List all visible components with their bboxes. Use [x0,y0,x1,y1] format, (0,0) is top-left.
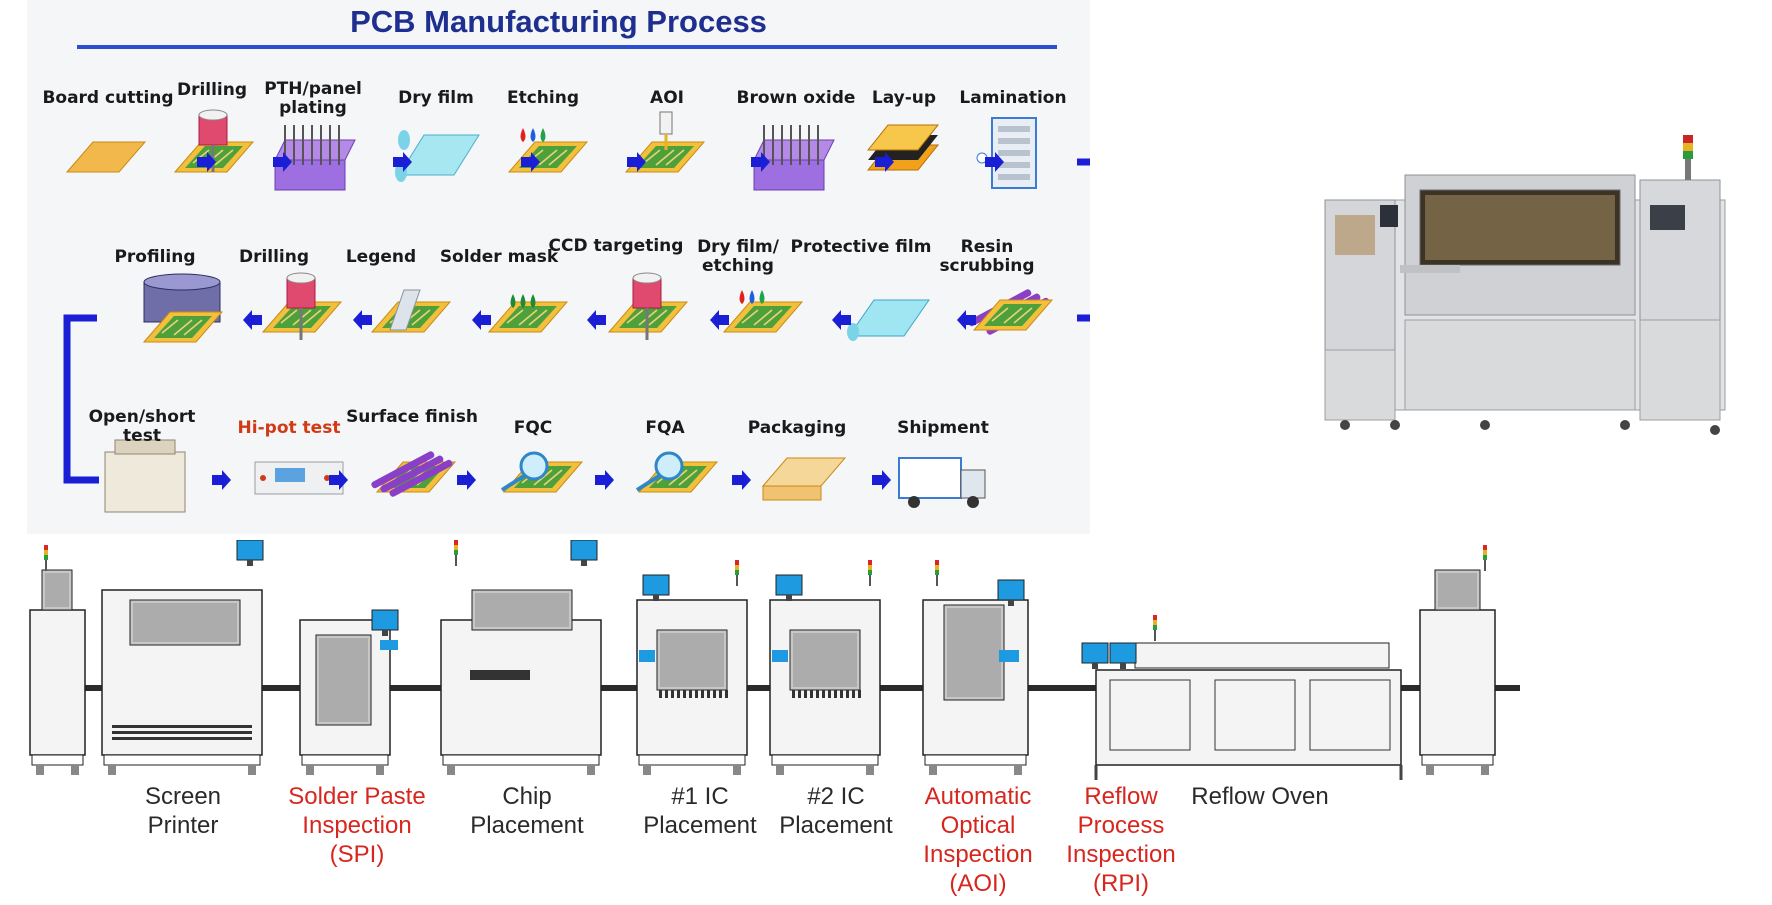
spi-machine [299,609,399,775]
pcb-board-icon [487,301,569,333]
solder-mask-drops-icon [510,294,536,308]
machine-body [1324,135,1726,435]
flow-arrow-right [212,470,231,490]
smt-label-spi: Solder Paste Inspection (SPI) [288,783,426,868]
drill-icon [286,272,316,340]
step-label-etching: Etching [506,88,580,108]
flow-arrow-right [732,470,751,490]
pcb-board-icon [722,301,804,333]
dry-film-icon [395,130,480,182]
pcb-flow-diagram [63,109,1090,513]
flow-arrow-right [875,152,894,172]
smt-label-ic1-placement: #1 IC Placement [643,783,757,839]
test-fixture-icon [104,439,186,513]
step-label-drilling: Drilling [176,80,248,100]
flow-arrow-right [985,152,1004,172]
step-label-open-short-test: Open/short test [88,407,196,446]
ic2-placement-machine [769,560,881,775]
flow-arrow-left [243,310,262,330]
step-label-resin-scrubbing: Resin scrubbing [939,237,1035,276]
smt-line-diagram [29,540,1520,780]
etchant-drops-icon [739,290,765,304]
aoi-machine [922,560,1029,775]
smt-label-ic2-placement: #2 IC Placement [779,783,893,839]
drill-icon [632,272,662,340]
reflow-oven-machine [1094,642,1403,780]
drill-icon [198,109,228,172]
flow-arrow-right [393,152,412,172]
pcb-board-icon [142,311,224,343]
hi-pot-tester-icon [254,461,344,495]
flow-arrow-left [957,310,976,330]
smt-label-screen-printer: Screen Printer [144,783,222,839]
flow-arrow-right [627,152,646,172]
ic1-placement-machine [636,560,748,775]
unloader-unit [1419,545,1496,775]
flow-arrow-right [872,470,891,490]
step-label-dry-film: Dry film [398,88,474,108]
step-label-brown-oxide: Brown oxide [736,88,856,108]
delivery-truck-icon [898,457,986,508]
legend-screen-icon [389,289,421,331]
flow-connector [63,314,99,484]
step-label-board-cutting: Board cutting [42,88,174,108]
smt-label-reflow-oven: Reflow Oven [1191,783,1329,810]
step-label-packaging: Packaging [747,418,847,438]
step-label-lay-up: Lay-up [871,88,937,108]
step-label-drilling-2: Drilling [238,247,310,267]
flow-arrow-left [353,310,372,330]
etchant-drops-icon [520,128,546,142]
flow-arrow-right [521,152,540,172]
scrubbing-rollers-icon [371,451,453,497]
step-label-aoi: AOI [650,88,684,108]
aoi-camera-icon [659,111,673,150]
step-label-shipment: Shipment [897,418,989,438]
flow-arrow-right [595,470,614,490]
smt-label-aoi: Automatic Optical Inspection (AOI) [923,783,1033,897]
step-label-fqc: FQC [513,418,553,438]
flow-arrow-left [832,310,851,330]
magnifier-icon [635,451,684,492]
pcb-board-icon [624,141,706,173]
flow-arrow-left [710,310,729,330]
magnifier-icon [500,451,549,492]
protective-film-icon [847,299,930,341]
pcb-board-icon [65,141,147,173]
step-label-ccd-targeting: CCD targeting [548,236,684,256]
flow-arrow-right [457,470,476,490]
pcb-board-icon [972,299,1054,331]
flow-connector [1077,158,1090,322]
step-label-solder-mask: Solder mask [439,247,559,267]
step-label-lamination: Lamination [959,88,1067,108]
flow-arrow-right [273,152,292,172]
packaging-box-icon [761,457,847,501]
rpi-monitors [1081,615,1157,669]
smt-label-chip-placement: Chip Placement [470,783,584,839]
flow-arrow-left [587,310,606,330]
flow-arrow-right [329,470,348,490]
step-label-profiling: Profiling [114,247,196,267]
pcb-process-panel: PCB Manufacturing Process [27,0,1090,534]
loader-unit [29,545,86,775]
plating-tank-icon [753,125,835,191]
smt-label-rpi: Reflow Process Inspection (RPI) [1066,783,1176,897]
step-label-hi-pot-test: Hi-pot test [237,418,341,438]
screen-printer-machine [101,540,264,775]
lamination-press-icon [976,117,1037,189]
pcb-board-icon [507,141,589,173]
step-label-surface-finish: Surface finish [346,407,478,427]
flow-arrow-left [472,310,491,330]
step-label-fqa: FQA [645,418,685,438]
step-label-dry-film-etching: Dry film/ etching [697,237,779,276]
flow-arrow-right [197,152,216,172]
chip-placement-machine [440,540,602,775]
title-underline [77,45,1057,49]
smt-machine-photo [1324,135,1726,435]
step-label-pth-panel-plating: PTH/panel plating [264,79,362,118]
flow-arrow-right [751,152,770,172]
step-label-legend: Legend [345,247,417,267]
page-title: PCB Manufacturing Process [350,4,767,39]
step-label-protective-film: Protective film [790,237,932,257]
